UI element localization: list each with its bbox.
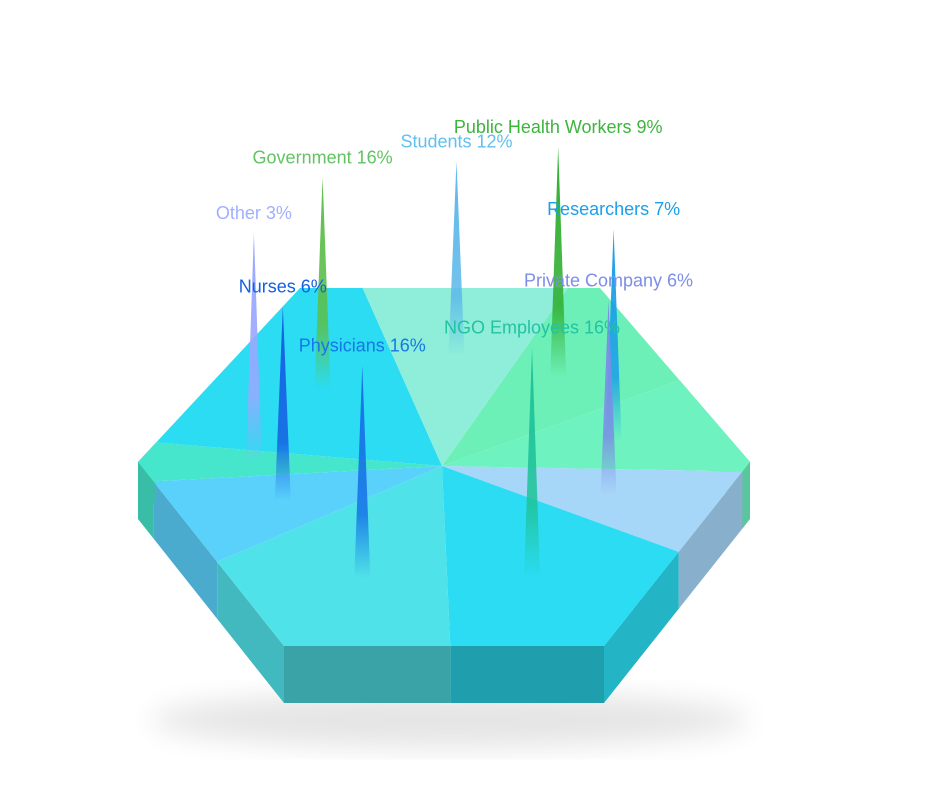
slice-government[interactable] [156,288,442,466]
slice-nurses[interactable] [153,466,442,562]
slice-other[interactable] [138,442,442,482]
slice-side-nurses [153,481,218,619]
slice-side-ngo-employees [450,646,604,703]
label-nurses: Nurses 6% [239,277,327,297]
spike-markers [245,146,622,578]
spike-ngo-employees [524,347,541,578]
chart-shadow [150,692,750,748]
spike-private-company [600,300,617,495]
label-ngo-employees: NGO Employees 16% [444,318,620,338]
slice-side-private-company [678,471,743,609]
spike-physicians [354,365,371,578]
spike-nurses [274,306,291,501]
label-other: Other 3% [216,203,292,223]
spike-public-health-workers [550,146,567,377]
slice-labels: Public Health Workers 9% Researchers 7% Pr… [216,117,693,356]
label-private-company: Private Company 6% [524,270,693,290]
slice-private-company[interactable] [442,466,743,552]
hexagon-top [138,288,750,646]
spike-other [245,233,262,464]
slice-ngo-employees[interactable] [442,466,679,646]
label-public-health-workers: Public Health Workers 9% [454,117,663,137]
slice-side-ngo-employees [604,551,679,703]
slice-side-physicians [217,561,284,703]
label-students: Students 12% [400,132,512,152]
slice-physicians[interactable] [217,466,451,646]
slice-side-physicians [284,646,451,703]
label-government: Government 16% [253,147,393,167]
spike-students [448,161,465,356]
label-physicians: Physicians 16% [299,336,426,356]
slice-public-health-workers[interactable] [442,288,680,466]
label-researchers: Researchers 7% [547,199,680,219]
slice-side-researchers [742,462,750,529]
spike-government [314,177,331,390]
slice-students[interactable] [362,288,568,466]
slice-researchers[interactable] [442,380,750,472]
